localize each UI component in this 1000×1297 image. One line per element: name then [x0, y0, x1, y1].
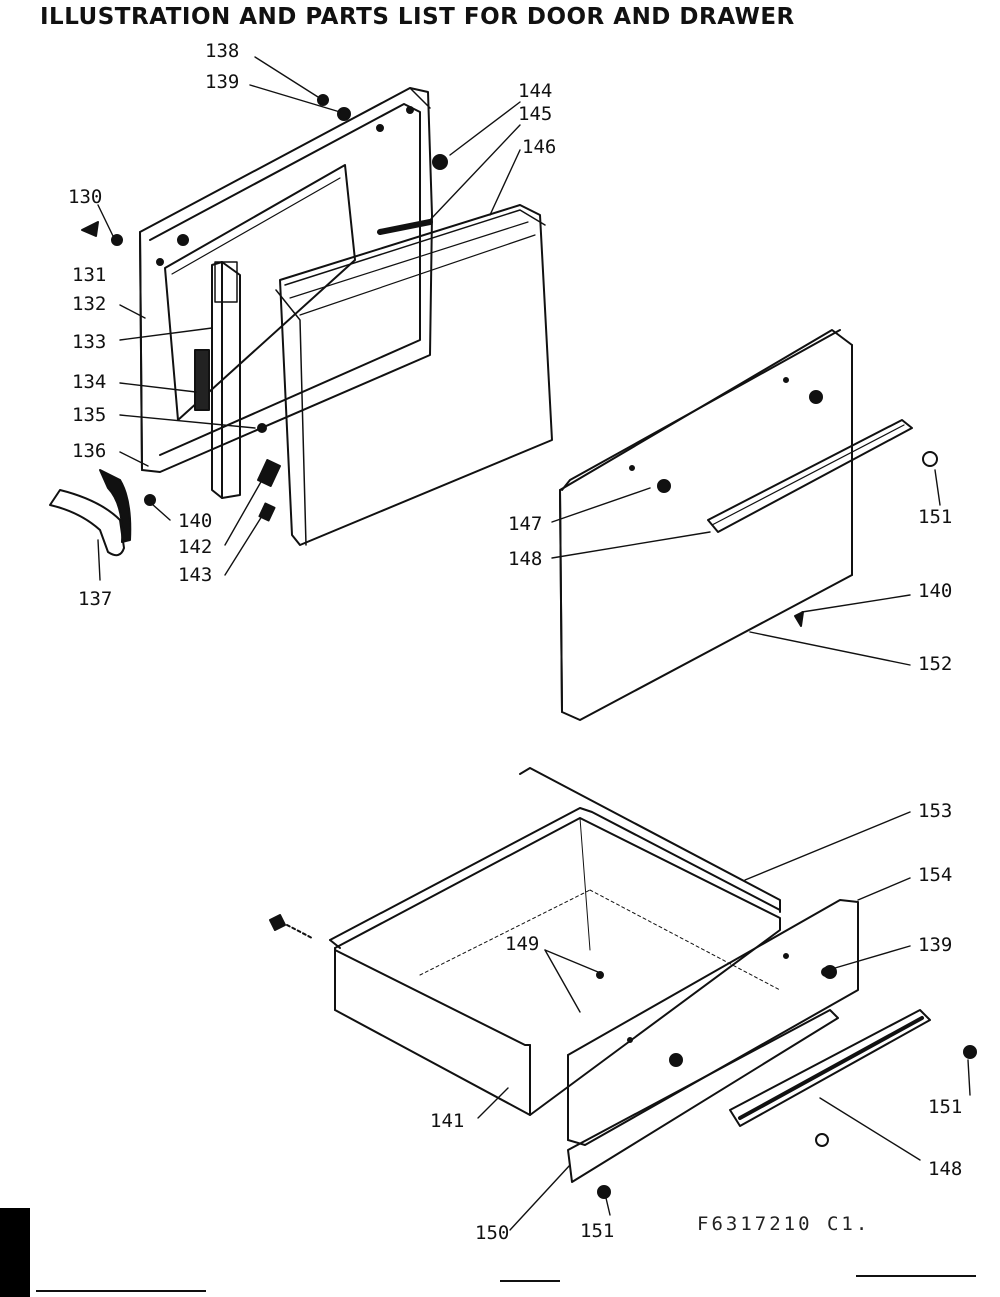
part-label: 130: [68, 186, 103, 208]
part-label: 153: [918, 800, 953, 822]
part-label: 134: [72, 371, 107, 393]
part-label: 137: [78, 588, 113, 610]
part-label: 139: [205, 71, 240, 93]
drawing-code: F6317210 C1.: [697, 1213, 871, 1235]
hinge-bar: [211, 261, 241, 499]
part-label: 138: [205, 40, 240, 62]
drawer-front: [559, 329, 938, 721]
part-label: 135: [72, 404, 107, 426]
part-label: 145: [518, 103, 553, 125]
part-label: 140: [178, 510, 213, 532]
part-label: 152: [918, 653, 953, 675]
part-label: 148: [928, 1158, 963, 1180]
part-label: 149: [505, 933, 540, 955]
bracket: [194, 349, 210, 411]
part-label: 154: [918, 864, 953, 886]
part-label: 144: [518, 80, 553, 102]
part-label: 143: [178, 564, 213, 586]
fasteners: [81, 94, 448, 522]
part-label: 131: [72, 264, 107, 286]
part-label: 147: [508, 513, 543, 535]
part-label: 132: [72, 293, 107, 315]
drawer-body: [269, 767, 977, 1199]
scan-marks: [36, 1275, 976, 1292]
door-handle: [49, 469, 132, 557]
page-title: ILLUSTRATION AND PARTS LIST FOR DOOR AND…: [40, 4, 795, 30]
part-label: 151: [918, 506, 953, 528]
part-label: 141: [430, 1110, 465, 1132]
part-label: 148: [508, 548, 543, 570]
door-frame: [139, 87, 433, 473]
part-label: 140: [918, 580, 953, 602]
part-label: 151: [580, 1220, 615, 1242]
leader-lines: [97, 56, 971, 1231]
part-label: 139: [918, 934, 953, 956]
part-label: 142: [178, 536, 213, 558]
scan-corner-mark: [0, 1208, 30, 1297]
part-label: 151: [928, 1096, 963, 1118]
part-label: 150: [475, 1222, 510, 1244]
part-label: 133: [72, 331, 107, 353]
part-label: 146: [522, 136, 557, 158]
door-panel: [275, 204, 553, 546]
part-label: 136: [72, 440, 107, 462]
